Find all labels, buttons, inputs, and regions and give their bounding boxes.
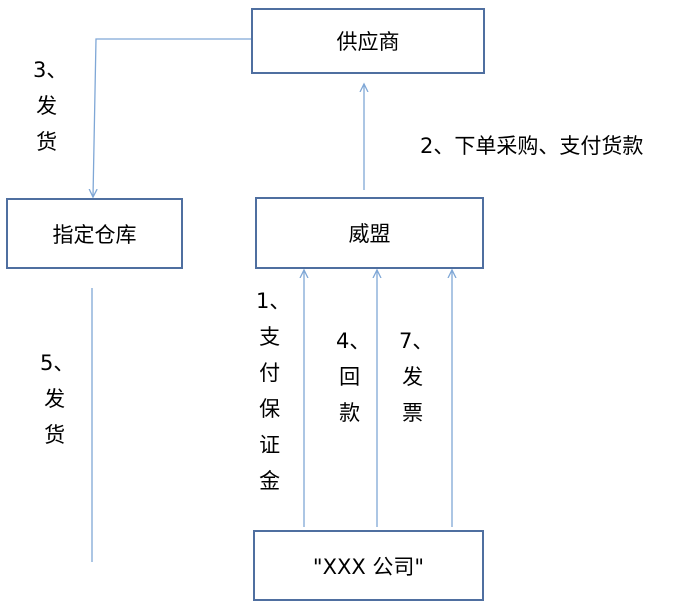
edge-3-text: 发货 bbox=[36, 94, 58, 154]
edge-1-number: 1、 bbox=[256, 289, 291, 313]
edge-3-number: 3、 bbox=[33, 58, 68, 82]
edge-7-number: 7、 bbox=[399, 329, 434, 353]
edge-4-number: 4、 bbox=[336, 329, 371, 353]
node-company-label: "XXX 公司" bbox=[312, 554, 425, 579]
edge-4-text: 回款 bbox=[339, 365, 361, 425]
node-warehouse-label: 指定仓库 bbox=[52, 222, 137, 247]
edge-1-text: 支付保证金 bbox=[259, 325, 281, 493]
edge-2-text: 2、下单采购、支付货款 bbox=[420, 134, 644, 158]
node-weimeng-label: 威盟 bbox=[348, 222, 391, 246]
node-warehouse: 指定仓库 bbox=[6, 198, 183, 269]
edge-5-number: 5、 bbox=[40, 351, 75, 375]
edge-7-text: 发票 bbox=[402, 365, 424, 425]
edge-5-text: 发货 bbox=[44, 387, 66, 447]
node-weimeng: 威盟 bbox=[255, 197, 484, 269]
node-supplier: 供应商 bbox=[251, 8, 485, 74]
node-company: "XXX 公司" bbox=[253, 530, 484, 601]
edge-supplier-to-warehouse bbox=[93, 38, 251, 197]
node-supplier-label: 供应商 bbox=[336, 30, 400, 54]
